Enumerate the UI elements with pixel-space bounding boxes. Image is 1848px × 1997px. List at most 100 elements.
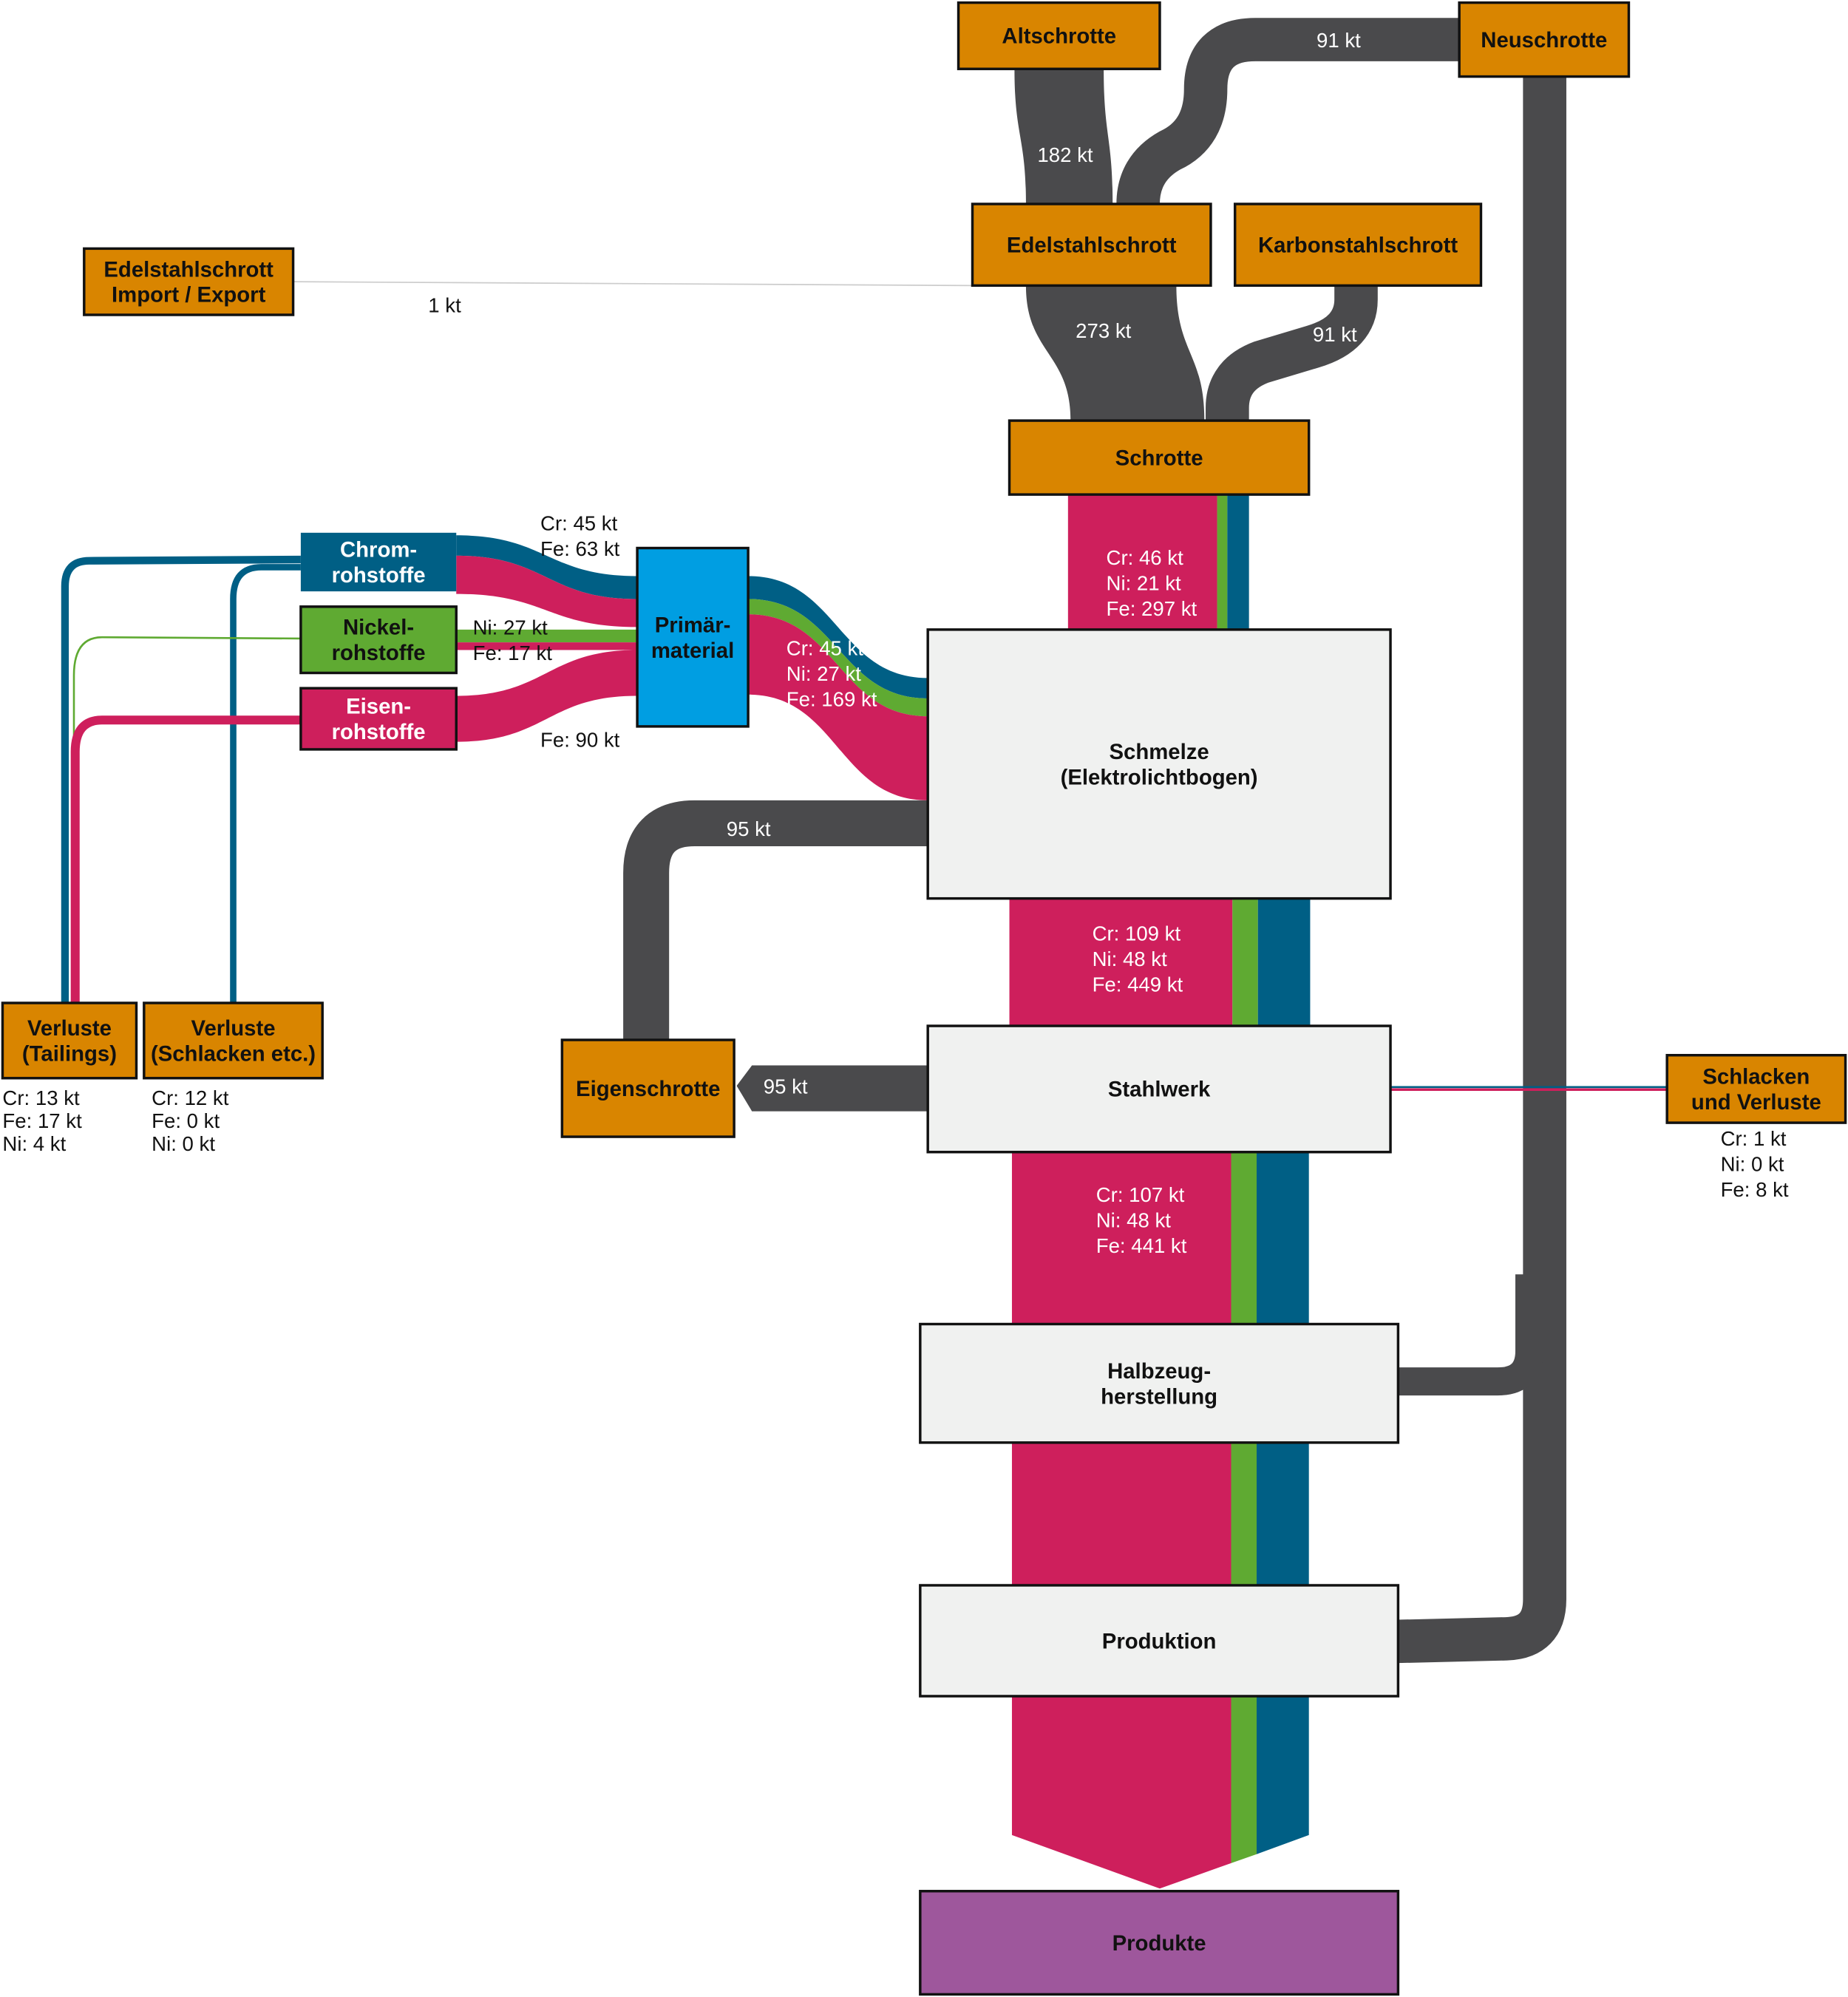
flow-label: Ni: 48 kt <box>1096 1208 1171 1231</box>
node-eigenschrotte[interactable] <box>560 1038 736 1138</box>
node-eisenrohstoffe[interactable] <box>299 687 458 751</box>
flow-label: Fe: 90 kt <box>540 728 620 751</box>
flow-label: 273 kt <box>1076 319 1131 342</box>
node-schmelze[interactable] <box>926 628 1392 900</box>
flow-loss-nickel <box>72 636 301 1004</box>
node-schmelze-label: (Elektrolichtbogen) <box>1061 765 1258 789</box>
flows <box>61 18 1668 1889</box>
flow-label: Fe: 297 kt <box>1107 597 1198 620</box>
node-neuschrotte[interactable] <box>1458 1 1631 78</box>
node-eisenrohstoffe-label: rohstoffe <box>332 720 426 744</box>
node-chromrohstoffe[interactable] <box>300 532 457 592</box>
flow-schmelze-eigen <box>623 800 928 1041</box>
node-produkte[interactable] <box>919 1890 1400 1996</box>
flow-label: Cr: 12 kt <box>152 1086 229 1109</box>
node-import-export-label: Edelstahlschrott <box>103 257 274 282</box>
node-nickelrohstoffe-label: rohstoffe <box>332 641 426 665</box>
flow-import-export <box>293 281 973 287</box>
flow-neu-down <box>1397 76 1566 1664</box>
flow-label: 182 kt <box>1037 143 1093 166</box>
node-edelstahlschrott-label: Edelstahlschrott <box>1007 234 1177 258</box>
flow-label: Ni: 48 kt <box>1093 948 1167 970</box>
node-eisenrohstoffe-label: Eisen- <box>346 695 411 719</box>
node-chromrohstoffe-label: rohstoffe <box>332 563 426 588</box>
flow-label: Cr: 13 kt <box>2 1086 80 1109</box>
node-verluste-schlacken-label: Verluste <box>191 1016 276 1041</box>
flow-primaer-fe <box>748 614 928 800</box>
flow-label: Ni: 27 kt <box>787 662 861 685</box>
flow-label: Fe: 441 kt <box>1096 1234 1187 1257</box>
node-produktion[interactable] <box>919 1584 1400 1698</box>
flow-main-fe <box>1067 494 1217 630</box>
flow-label: 95 kt <box>727 817 771 840</box>
flow-chrom-cr <box>456 535 638 599</box>
flow-main-cr <box>1227 494 1249 630</box>
node-primaermaterial[interactable] <box>636 546 750 728</box>
flow-label: Fe: 8 kt <box>1721 1178 1789 1201</box>
flow-nickel-fe <box>456 642 638 650</box>
node-karbonstahlschrott-label: Karbonstahlschrott <box>1258 234 1458 258</box>
flow-label: 1 kt <box>428 294 461 317</box>
flow-label: Cr: 45 kt <box>540 511 618 534</box>
flow-labels: 182 kt 91 kt 1 kt 273 kt 91 kt Cr: 45 kt Fe: 6… <box>2 29 1788 1257</box>
flow-label: 91 kt <box>1313 323 1357 346</box>
node-verluste-schlacken[interactable] <box>143 1001 324 1080</box>
flow-main-cr <box>1257 1151 1309 1324</box>
node-edelstahlschrott[interactable] <box>971 203 1212 288</box>
flow-label: Fe: 0 kt <box>152 1109 220 1132</box>
flow-label: Cr: 46 kt <box>1107 546 1184 569</box>
node-eigenschrotte-label: Eigenschrotte <box>576 1077 720 1101</box>
flow-halbzeug-neu <box>1398 1274 1543 1396</box>
flow-label: Fe: 63 kt <box>540 537 620 560</box>
node-halbzeug[interactable] <box>919 1322 1400 1444</box>
flow-main-ni <box>1232 898 1258 1027</box>
flow-label: 91 kt <box>1317 29 1361 52</box>
flow-label: Ni: 21 kt <box>1107 571 1181 594</box>
flow-main-fe <box>1011 1151 1232 1324</box>
node-karbonstahlschrott[interactable] <box>1233 203 1483 288</box>
flow-main-ni <box>1231 1151 1257 1324</box>
node-verluste-schlacken-label: (Schlacken etc.) <box>151 1041 316 1066</box>
flow-eisen-fe <box>456 650 638 742</box>
flow-label: Cr: 1 kt <box>1721 1127 1787 1150</box>
flow-label: Fe: 449 kt <box>1093 973 1183 996</box>
flow-edel-schrotte <box>1025 285 1205 421</box>
node-halbzeug-label: herstellung <box>1101 1384 1217 1409</box>
flow-primaer-ni <box>748 599 928 717</box>
flow-neu-edel <box>1116 18 1460 205</box>
flow-produkte-fe <box>1011 1695 1232 1889</box>
flow-alt-edel <box>1014 69 1113 204</box>
node-verluste-tailings[interactable] <box>1 1001 138 1080</box>
node-neuschrotte-label: Neuschrotte <box>1481 28 1607 52</box>
flow-label: Ni: 0 kt <box>152 1132 215 1155</box>
node-primaermaterial-label: material <box>651 639 734 663</box>
flow-main-fe <box>1011 1442 1232 1585</box>
node-stahlwerk[interactable] <box>926 1024 1392 1154</box>
node-schrotte[interactable] <box>1008 419 1311 496</box>
node-schlacken-verluste-label: Schlacken <box>1702 1065 1810 1089</box>
node-produktion-label: Produktion <box>1102 1629 1217 1653</box>
node-nickelrohstoffe[interactable] <box>299 605 458 675</box>
flow-main-cr <box>1257 1442 1309 1585</box>
flow-nickel-ni <box>456 629 638 643</box>
flow-label: Cr: 109 kt <box>1093 922 1181 945</box>
node-import-export-label: Import / Export <box>112 283 266 307</box>
node-primaermaterial-label: Primär- <box>655 613 731 637</box>
node-schlacken-verluste-label: und Verluste <box>1691 1090 1821 1115</box>
flow-main-ni <box>1231 1442 1257 1585</box>
flow-label: Fe: 169 kt <box>787 687 877 710</box>
flow-primaer-cr <box>748 576 928 698</box>
flow-label: Cr: 45 kt <box>787 636 864 659</box>
flow-label: Ni: 0 kt <box>1721 1153 1784 1176</box>
node-altschrotte-label: Altschrotte <box>1002 24 1116 49</box>
node-schlacken-verluste[interactable] <box>1665 1053 1847 1124</box>
flow-main-ni <box>1217 494 1228 630</box>
flow-label: Fe: 17 kt <box>473 642 553 664</box>
flow-loss-chrom-tailings <box>61 555 301 1004</box>
node-chromrohstoffe-label: Chrom- <box>340 538 417 562</box>
node-import-export[interactable] <box>83 247 295 316</box>
flow-chrom-fe <box>456 555 638 627</box>
node-altschrotte[interactable] <box>957 1 1161 70</box>
node-produkte-label: Produkte <box>1112 1931 1206 1956</box>
